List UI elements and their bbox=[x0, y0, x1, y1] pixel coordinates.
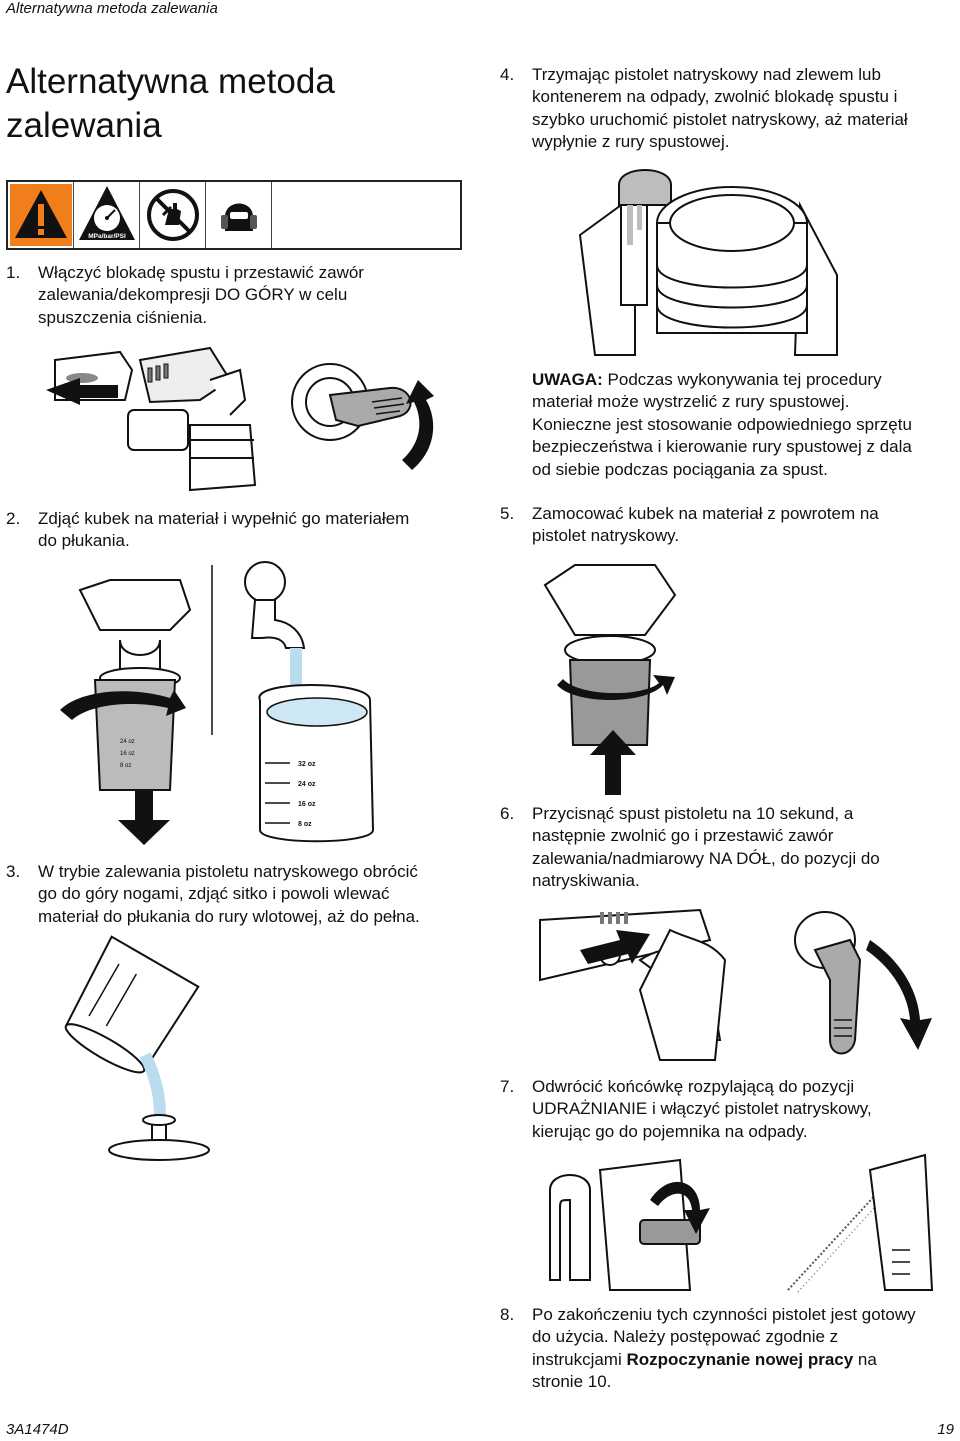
pressure-gauge-icon: MPa/bar/PSI bbox=[74, 182, 140, 248]
figure-step-3 bbox=[64, 935, 210, 1161]
figure-step-6 bbox=[539, 908, 932, 1061]
figure-step-4 bbox=[578, 169, 838, 356]
caution-note: UWAGA: Podczas wykonywania tej procedury… bbox=[532, 370, 912, 479]
figure-step-1 bbox=[46, 346, 434, 492]
page-title: Alternatywna metoda zalewania bbox=[6, 62, 335, 145]
figure-step-5 bbox=[543, 564, 677, 795]
cup-scale-8: 8 oz bbox=[298, 821, 312, 828]
step-6: 6. Przycisnąć spust pistoletu na 10 seku… bbox=[500, 804, 880, 891]
step-1: 1. Włączyć blokadę spustu i przestawić z… bbox=[6, 263, 364, 327]
step-2: 2. Zdjąć kubek na materiał i wypełnić go… bbox=[6, 509, 410, 551]
document-code: 3A1474D bbox=[6, 1421, 69, 1438]
small-cup-scale-24: 24 oz bbox=[120, 739, 135, 745]
warning-triangle-icon bbox=[8, 182, 74, 248]
step-7: 7. Odwrócić końcówkę rozpylającą do pozy… bbox=[500, 1077, 872, 1141]
cup-scale-32: 32 oz bbox=[298, 761, 316, 768]
figure-step-7 bbox=[549, 1153, 934, 1293]
svg-text:MPa/bar/PSI: MPa/bar/PSI bbox=[88, 233, 126, 240]
step-4: 4. Trzymając pistolet natryskowy nad zle… bbox=[500, 65, 908, 152]
warning-box-empty-cell bbox=[272, 182, 460, 248]
figure-step-2: 24 oz 16 oz 8 oz 32 oz 24 oz 16 oz 8 oz bbox=[60, 561, 375, 845]
page-number: 19 bbox=[937, 1421, 954, 1438]
caution-label: UWAGA: bbox=[532, 370, 603, 389]
eye-ear-protection-icon bbox=[206, 182, 272, 248]
small-cup-scale-8: 8 oz bbox=[120, 763, 131, 769]
step-8: 8. Po zakończeniu tych czynności pistole… bbox=[500, 1305, 916, 1392]
step-5: 5. Zamocować kubek na materiał z powrote… bbox=[500, 504, 879, 546]
cup-scale-16: 16 oz bbox=[298, 801, 316, 808]
running-header: Alternatywna metoda zalewania bbox=[6, 0, 218, 17]
small-cup-scale-16: 16 oz bbox=[120, 751, 135, 757]
step-3: 3. W trybie zalewania pistoletu natrysko… bbox=[6, 862, 420, 926]
cross-reference-link[interactable]: Rozpoczynanie nowej pracy bbox=[626, 1349, 854, 1369]
cup-scale-24: 24 oz bbox=[298, 781, 316, 788]
no-hands-icon bbox=[140, 182, 206, 248]
warning-symbols-box: MPa/bar/PSI bbox=[6, 180, 462, 250]
